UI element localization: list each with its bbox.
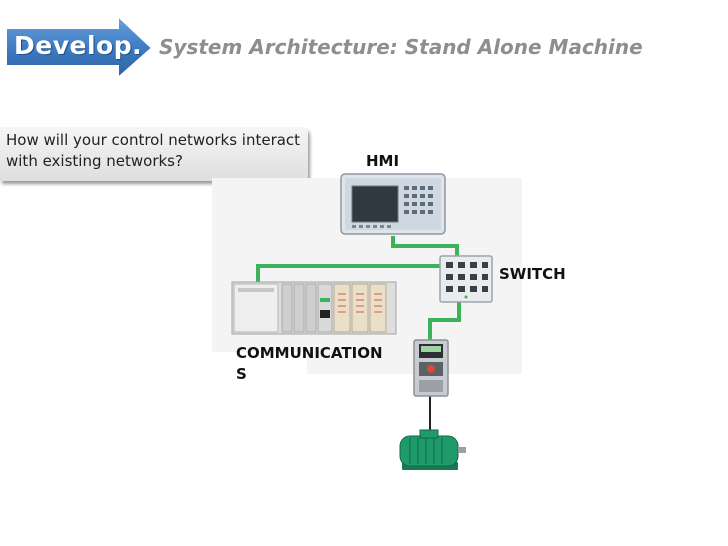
switch-label: SWITCH [499, 265, 566, 283]
develop-badge-label: Develop. [14, 31, 143, 60]
develop-arrow-icon [6, 16, 154, 80]
motor-icon [399, 429, 466, 470]
ethernet-switch-icon [439, 255, 493, 303]
plc-rack-icon [231, 281, 397, 335]
hmi-label: HMI [366, 152, 400, 170]
plc-switch-cable [256, 264, 440, 282]
communications-label: COMMUNICATIONS [236, 344, 383, 383]
hmi-panel-icon [340, 173, 446, 235]
network-cables [256, 236, 461, 340]
page-title: System Architecture: Stand Alone Machine [159, 35, 643, 59]
question-text: How will your control networks interact … [6, 131, 301, 170]
drive-icon [413, 339, 449, 397]
question-callout [0, 127, 308, 181]
switch-drive-cable [428, 300, 461, 340]
hmi-switch-cable [391, 236, 459, 256]
